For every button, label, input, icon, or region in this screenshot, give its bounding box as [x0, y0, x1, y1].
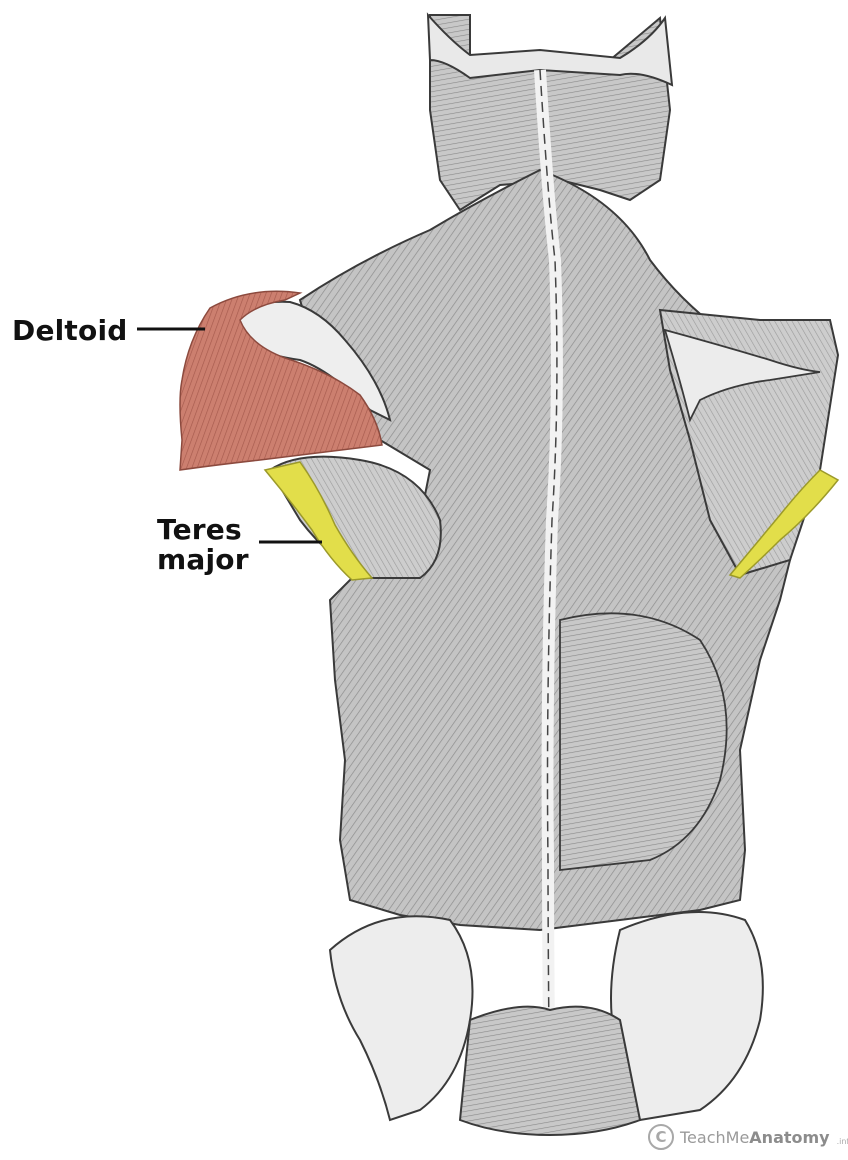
skull-base-bone: [426, 12, 674, 87]
watermark-brand-light: TeachMe: [680, 1127, 750, 1147]
watermark-brand: TeachMeAnatomy: [680, 1128, 830, 1147]
teres-major-label-line1: Teres: [157, 513, 242, 546]
sacrum-bone: [458, 1005, 642, 1137]
teachmeanatomy-watermark: C TeachMeAnatomy .info: [648, 1122, 848, 1152]
teres-major-label: Teres major: [157, 515, 249, 575]
copyright-circle-icon: C: [648, 1124, 674, 1150]
right-scapula-bone: [663, 328, 821, 423]
teres-major-right-highlight: [728, 469, 840, 579]
spine-outline: [539, 69, 558, 1131]
teres-major-label-line2: major: [157, 543, 249, 576]
pelvis-left-bone: [328, 915, 474, 1122]
watermark-suffix: .info: [836, 1137, 848, 1146]
deltoid-label: Deltoid: [12, 314, 128, 347]
teres-major-left-highlight: [263, 461, 374, 581]
lumbar-muscles: [559, 612, 728, 872]
deltoid-muscle-highlight: [179, 290, 383, 471]
watermark-brand-bold: Anatomy: [749, 1127, 830, 1147]
